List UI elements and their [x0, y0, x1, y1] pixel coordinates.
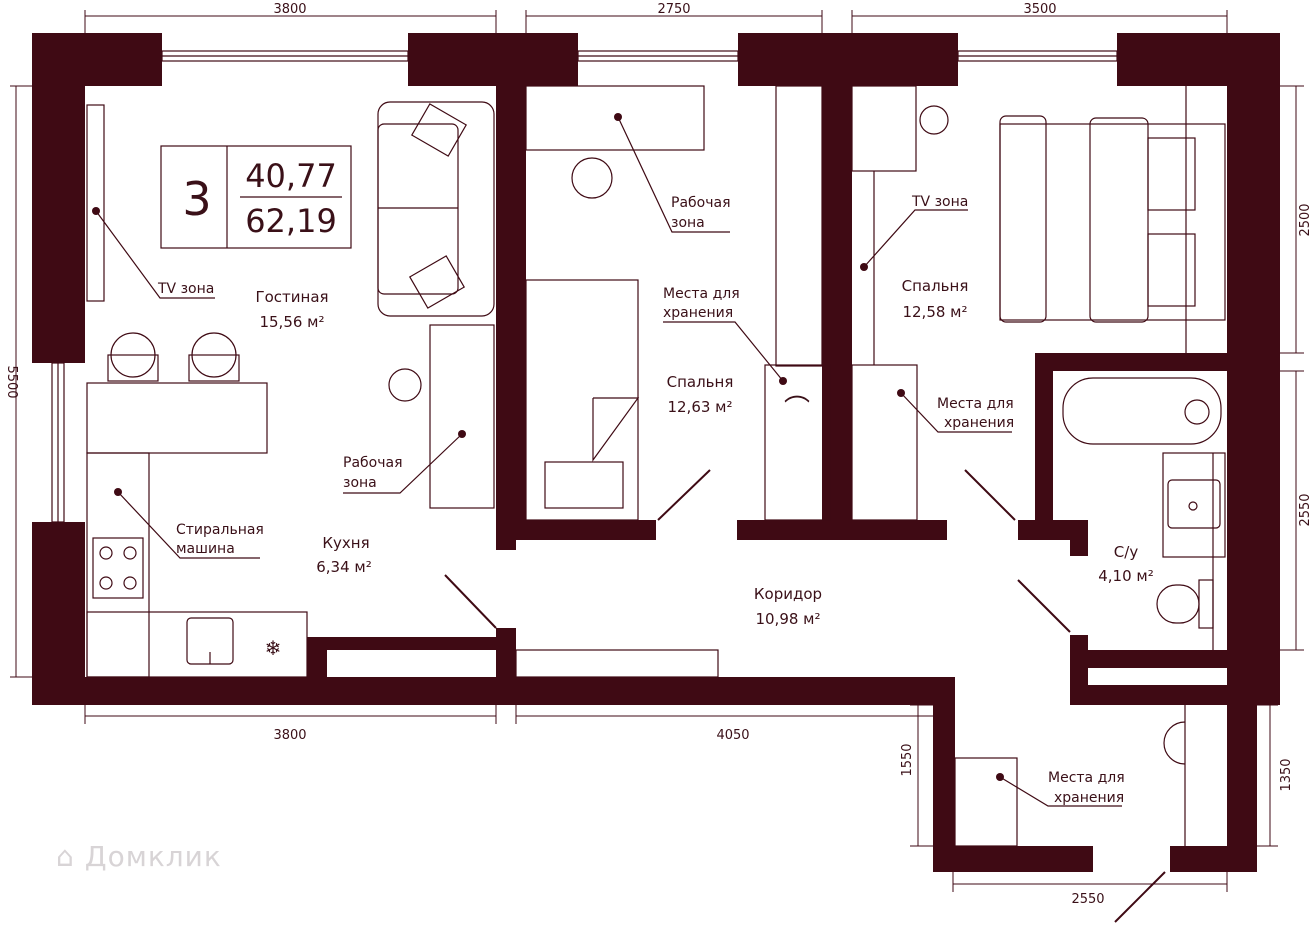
- callout-work-living-2: зона: [343, 475, 377, 491]
- callout-storage-mid-2: хранения: [663, 305, 733, 321]
- room-corridor-name: Коридор: [754, 585, 822, 603]
- dimension-lines: [10, 10, 1304, 892]
- walls: [32, 33, 1280, 872]
- callout-storage-hall-2: хранения: [1054, 790, 1124, 806]
- dim-left: 5500: [4, 365, 19, 398]
- callout-washer-2: машина: [176, 541, 235, 557]
- room-bedroom-right-area: 12,58 м²: [902, 303, 967, 321]
- dim-top-1: 3800: [273, 2, 306, 17]
- watermark-logo: ⌂ Домклик: [56, 840, 222, 873]
- room-living-area: 15,56 м²: [259, 313, 324, 331]
- furniture: ❄ ⌒: [86, 85, 1226, 847]
- dim-bottom-3: 2550: [1071, 892, 1104, 907]
- room-bedroom-right-name: Спальня: [902, 277, 969, 295]
- callout-work-top-1: Рабочая: [671, 195, 731, 211]
- dim-right-1: 2500: [1298, 203, 1313, 236]
- room-bath-area: 4,10 м²: [1098, 567, 1154, 585]
- room-kitchen-area: 6,34 м²: [316, 558, 372, 576]
- hanger-icon: ⌒: [784, 395, 810, 425]
- callout-storage-right-2: хранения: [944, 415, 1014, 431]
- dim-top-2: 2750: [657, 2, 690, 17]
- watermark-text: Домклик: [84, 840, 222, 873]
- callout-tv-right: TV зона: [911, 194, 968, 210]
- callout-work-top-2: зона: [671, 215, 705, 231]
- callout-tv-left: TV зона: [157, 281, 214, 297]
- doors: [444, 469, 1166, 923]
- apartment-summary: 3 40,77 62,19: [160, 145, 352, 249]
- dim-top-3: 3500: [1023, 2, 1056, 17]
- freezer-icon: ❄: [265, 636, 282, 660]
- dim-hall-left: 1550: [900, 743, 915, 776]
- room-living-name: Гостиная: [255, 288, 328, 306]
- total-area: 62,19: [245, 202, 337, 240]
- room-corridor-area: 10,98 м²: [755, 610, 820, 628]
- windows: [51, 50, 1118, 523]
- callout-storage-right-1: Места для: [937, 396, 1014, 412]
- callout-washer-1: Стиральная: [176, 522, 264, 538]
- living-area: 40,77: [245, 157, 337, 195]
- callout-storage-hall-1: Места для: [1048, 770, 1125, 786]
- house-icon: ⌂: [56, 840, 75, 873]
- rooms-count: 3: [182, 172, 211, 226]
- callout-storage-mid-1: Места для: [663, 286, 740, 302]
- dim-right-2: 2550: [1298, 493, 1313, 526]
- room-bath-name: С/у: [1114, 543, 1139, 561]
- callouts: TV зона Рабочая зона Рабочая зона Стирал…: [92, 113, 1125, 807]
- dim-bottom-1: 3800: [273, 728, 306, 743]
- callout-work-living-1: Рабочая: [343, 455, 403, 471]
- dim-bottom-2: 4050: [716, 728, 749, 743]
- dim-right-3: 1350: [1279, 758, 1294, 791]
- room-bedroom-mid-name: Спальня: [667, 373, 734, 391]
- room-bedroom-mid-area: 12,63 м²: [667, 398, 732, 416]
- room-kitchen-name: Кухня: [322, 534, 369, 552]
